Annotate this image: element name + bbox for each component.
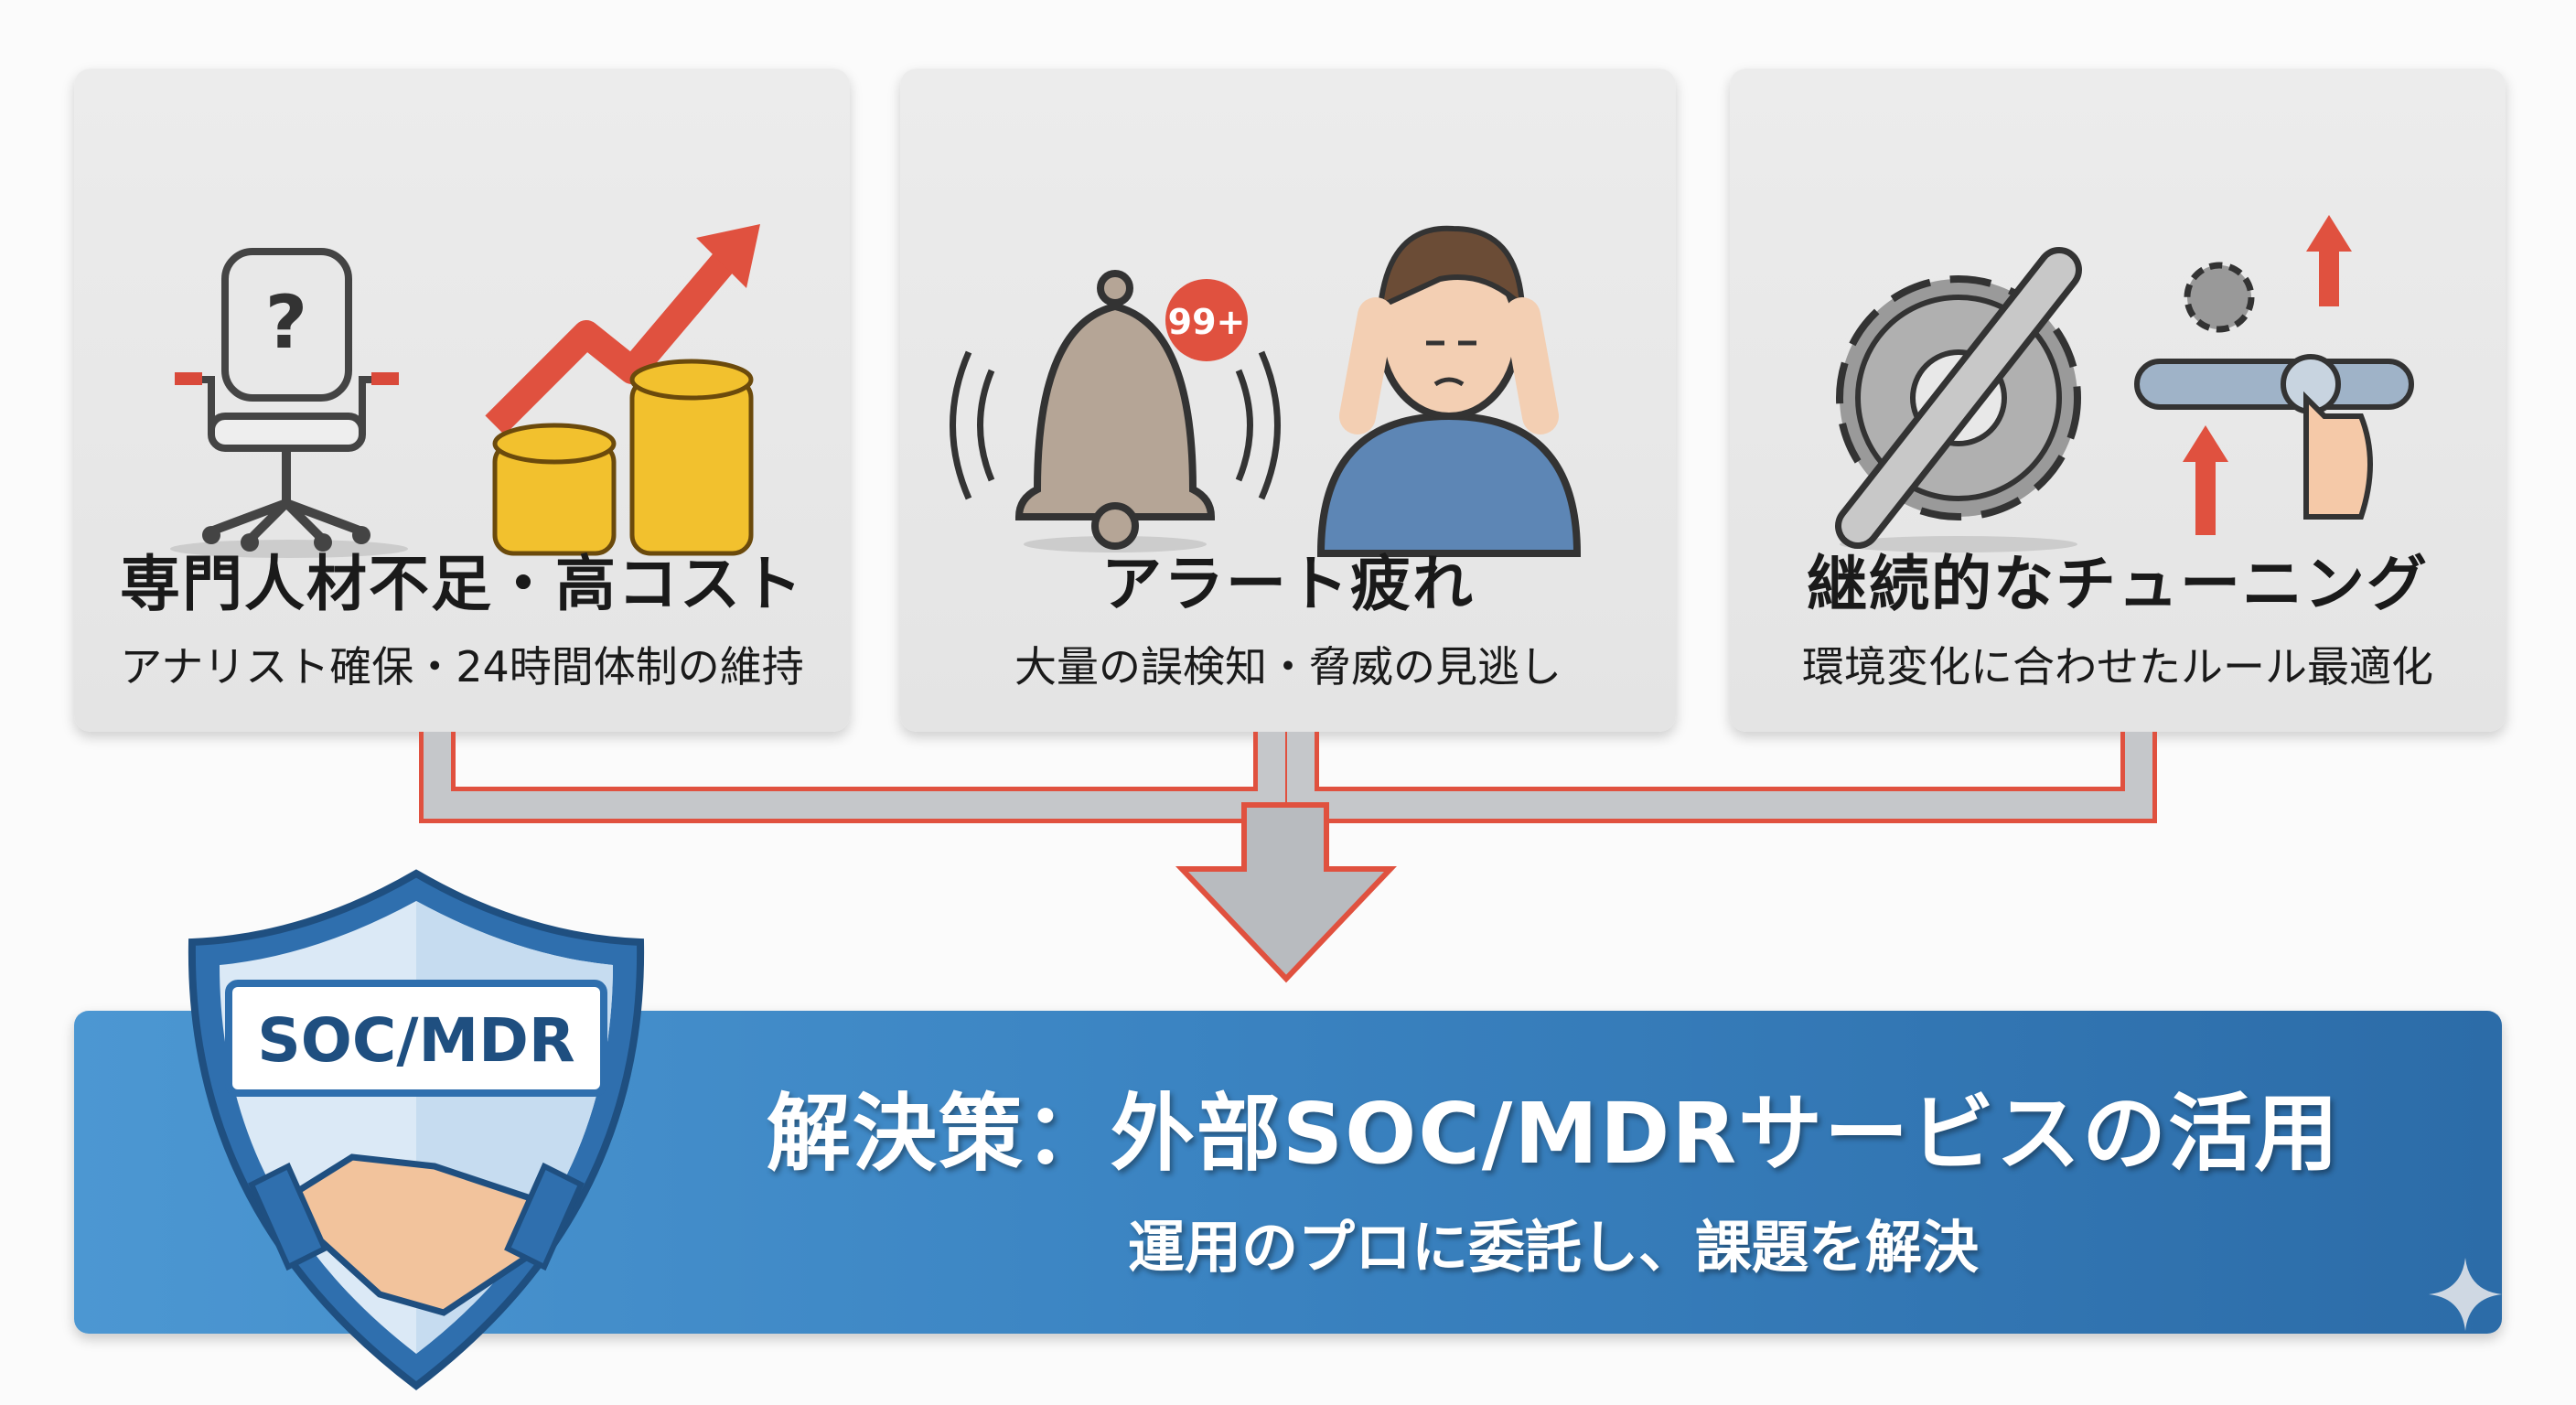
notification-count-badge: 99+ <box>1168 302 1246 342</box>
card-subtitle: アナリスト確保・24時間体制の維持 <box>120 642 804 692</box>
bell-and-person-illustration: 99+ <box>950 225 1582 557</box>
card-title: アラート疲れ <box>1101 549 1475 619</box>
challenge-card-talent-shortage: ? 専門人材不足・高コスト アナリスト確保・24時間体制の維持 <box>74 69 850 732</box>
gear-and-slider-illustration <box>1835 215 2414 552</box>
stressed-person-icon <box>1316 225 1582 557</box>
challenge-card-continuous-tuning: 継続的なチューニング 環境変化に合わせたルール最適化 <box>1730 69 2506 732</box>
card-title: 継続的なチューニング <box>1807 549 2429 619</box>
down-arrow-icon <box>1175 802 1397 983</box>
svg-text:?: ? <box>265 280 307 365</box>
alert-bell-icon: 99+ <box>950 270 1281 552</box>
card-title: 専門人材不足・高コスト <box>120 549 804 619</box>
card-subtitle: 環境変化に合わせたルール最適化 <box>1802 642 2433 692</box>
sparkle-icon <box>2429 1258 2502 1331</box>
chair-and-coins-illustration: ? <box>170 224 760 558</box>
solution-subtitle: 運用のプロに委託し、課題を解決 <box>1127 1214 1979 1281</box>
solution-title: 解決策：外部SOC/MDRサービスの活用 <box>766 1085 2341 1183</box>
shield-label: SOC/MDR <box>257 1005 574 1076</box>
soc-mdr-shield-icon: SOC/MDR <box>188 869 645 1391</box>
slider-adjust-icon <box>2134 215 2414 535</box>
challenge-card-alert-fatigue: 99+ アラート疲れ 大量の誤検知・脅威の見逃し <box>900 69 1676 732</box>
rising-cost-coins-icon <box>485 224 760 556</box>
handshake-icon <box>248 1153 585 1316</box>
gear-wrench-icon <box>1835 247 2082 552</box>
card-subtitle: 大量の誤検知・脅威の見逃し <box>1014 642 1562 692</box>
empty-office-chair-icon: ? <box>170 248 408 558</box>
